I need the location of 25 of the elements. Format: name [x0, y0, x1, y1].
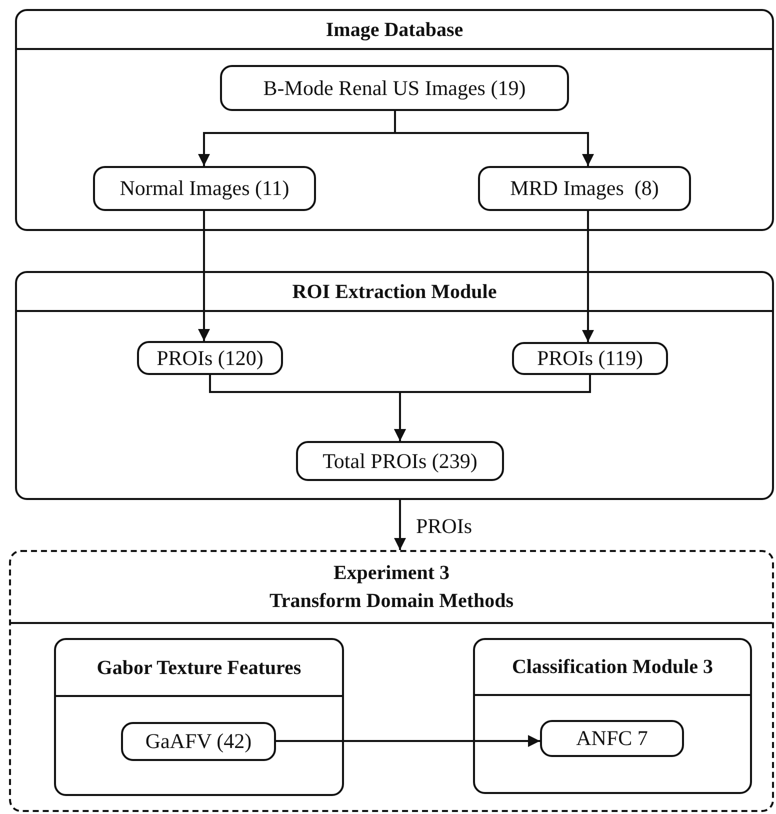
process-box: Normal Images (11) — [93, 166, 316, 211]
module-panel — [9, 550, 774, 812]
panel-title: Transform Domain Methods — [269, 589, 514, 614]
process-box: Total PROIs (239) — [296, 441, 504, 481]
arrow — [198, 211, 210, 341]
process-box: ANFC 7 — [540, 720, 684, 757]
module-panel — [473, 638, 752, 794]
module-panel — [15, 271, 774, 500]
arrow — [394, 111, 594, 166]
panel-title: Gabor Texture Features — [96, 656, 302, 680]
process-box: PROIs (119) — [512, 342, 668, 375]
panel-title: ROI Extraction Module — [292, 280, 497, 304]
process-box: B-Mode Renal US Images (19) — [220, 65, 569, 111]
process-box: PROIs (120) — [137, 341, 283, 375]
arrow — [394, 375, 591, 441]
panel-title: Image Database — [326, 18, 464, 42]
arrow — [582, 211, 594, 342]
process-box: MRD Images (8) — [478, 166, 691, 211]
panel-title: Classification Module 3 — [512, 655, 714, 680]
process-box: GaAFV (42) — [121, 722, 276, 761]
arrow — [394, 500, 406, 550]
module-panel — [15, 9, 774, 231]
module-panel — [54, 638, 344, 796]
panel-title: Experiment 3 — [333, 561, 450, 586]
arrow — [276, 735, 540, 747]
